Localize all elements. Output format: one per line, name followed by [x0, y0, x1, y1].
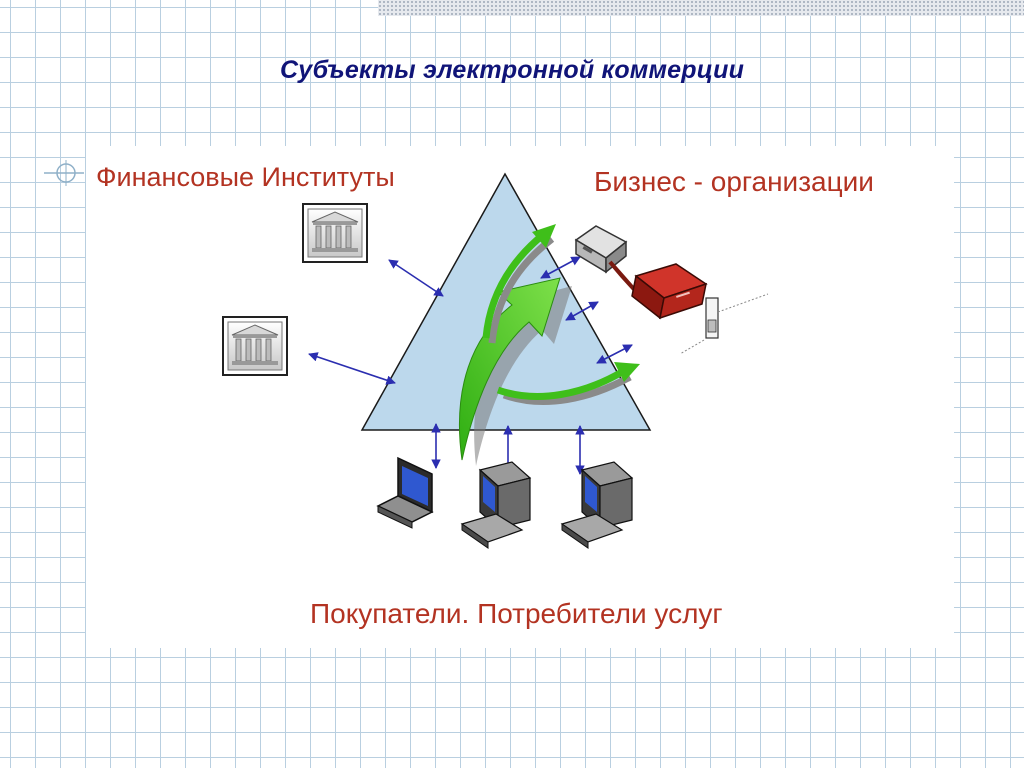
- server-box-icon: [610, 262, 706, 318]
- desktop-computer-icon: [462, 462, 530, 548]
- label-financial-institutions: Финансовые Институты: [96, 162, 395, 193]
- label-business-organizations: Бизнес - организации: [594, 166, 874, 198]
- connector-bank2: [309, 354, 395, 383]
- laptop-icon: [378, 458, 432, 528]
- bank-building-icon: [223, 317, 287, 375]
- desktop-computer-icon: [562, 462, 632, 548]
- bank-building-icon: [303, 204, 367, 262]
- printer-icon: [576, 226, 626, 272]
- label-buyers-consumers: Покупатели. Потребители услуг: [310, 598, 723, 630]
- connector-bank1: [389, 260, 443, 296]
